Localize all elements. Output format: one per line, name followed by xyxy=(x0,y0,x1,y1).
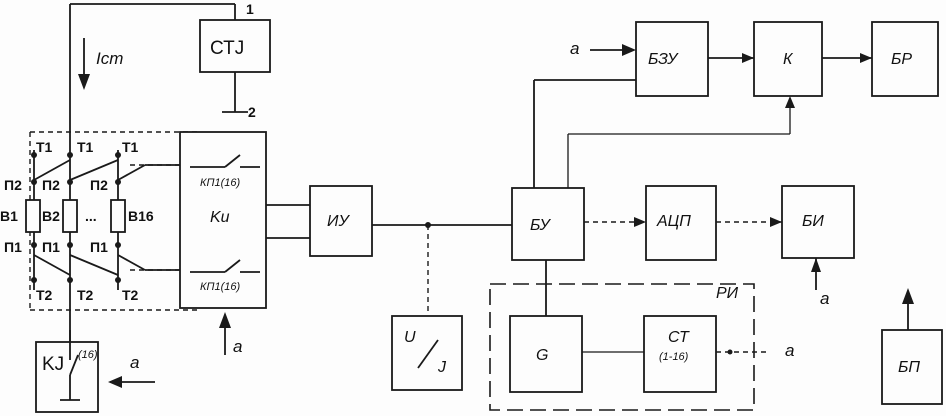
p2-label-1: П2 xyxy=(4,177,22,193)
t1-label-1: Т1 xyxy=(36,139,53,155)
bu-label: БУ xyxy=(530,217,552,234)
current-arrow xyxy=(78,38,90,90)
br-block xyxy=(871,21,939,97)
p1-label-1: П1 xyxy=(4,239,22,255)
kp-bottom-label: КП1(16) xyxy=(200,281,240,293)
pin-2-label: 2 xyxy=(248,104,256,120)
bu-to-acp xyxy=(584,217,646,227)
k-j-sup-label: (16) xyxy=(78,349,98,361)
j-label: J xyxy=(437,359,447,376)
br-label: БР xyxy=(891,51,912,68)
a-label-ku: а xyxy=(233,337,242,356)
bu-upper-links xyxy=(533,79,795,188)
t2-label-1: Т2 xyxy=(36,287,53,303)
st-j-label: СТJ xyxy=(210,38,244,59)
u-label: U xyxy=(404,329,416,346)
acp-to-bi xyxy=(716,217,782,227)
k-j-block xyxy=(35,330,155,413)
t2-label-2: Т2 xyxy=(77,287,94,303)
g-label: G xyxy=(536,347,548,364)
a-label-kj: а xyxy=(130,353,139,372)
bzu-label: БЗУ xyxy=(648,51,679,68)
bzu-block xyxy=(635,21,709,97)
u-j-block xyxy=(391,315,463,391)
b16-label: В16 xyxy=(128,208,154,224)
k-label: К xyxy=(783,51,794,68)
a-to-bzu xyxy=(590,44,636,56)
p2-label-3: П2 xyxy=(90,177,108,193)
k-to-br xyxy=(822,53,872,63)
a-label-st: а xyxy=(785,341,794,360)
p1-label-3: П1 xyxy=(90,239,108,255)
st-j-block xyxy=(199,19,271,113)
ri-label: РИ xyxy=(716,285,739,302)
iu-block xyxy=(309,185,373,257)
a-to-st xyxy=(716,349,770,355)
k-block xyxy=(753,21,823,97)
st-block xyxy=(643,315,717,393)
sensor-frame xyxy=(29,131,200,311)
g-block xyxy=(509,315,583,393)
st-label: СТ xyxy=(668,329,690,346)
k-j-label: KJ xyxy=(42,354,64,375)
ku-label: Ku xyxy=(210,209,230,226)
a-label-bi: а xyxy=(820,289,829,308)
a-label-bzu: а xyxy=(570,39,579,58)
bp-label: БП xyxy=(898,359,920,376)
bzu-to-k xyxy=(708,53,754,63)
acp-block xyxy=(645,185,717,261)
sensor-columns xyxy=(25,150,180,290)
t2-label-3: Т2 xyxy=(122,287,139,303)
p1-label-2: П1 xyxy=(42,239,60,255)
bi-label: БИ xyxy=(802,213,824,230)
p2-label-2: П2 xyxy=(42,177,60,193)
pin-1-label: 1 xyxy=(246,1,254,17)
b1-label: В1 xyxy=(0,208,18,224)
ku-block xyxy=(179,131,267,355)
iu-bu-link xyxy=(372,222,512,315)
st-range-label: (1-16) xyxy=(659,351,689,363)
bi-block xyxy=(781,185,855,259)
ri-frame xyxy=(489,283,755,411)
current-label: Iст xyxy=(96,49,123,68)
dots-label: ... xyxy=(85,208,97,224)
kp-top-label: КП1(16) xyxy=(200,177,240,189)
bu-block xyxy=(511,187,585,261)
a-to-bi xyxy=(811,258,821,290)
t1-label-3: Т1 xyxy=(122,139,139,155)
bp-block xyxy=(881,288,943,405)
t1-label-2: Т1 xyxy=(77,139,94,155)
acp-label: АЦП xyxy=(656,213,691,230)
b2-label: В2 xyxy=(42,208,60,224)
iu-label: ИУ xyxy=(327,213,350,230)
